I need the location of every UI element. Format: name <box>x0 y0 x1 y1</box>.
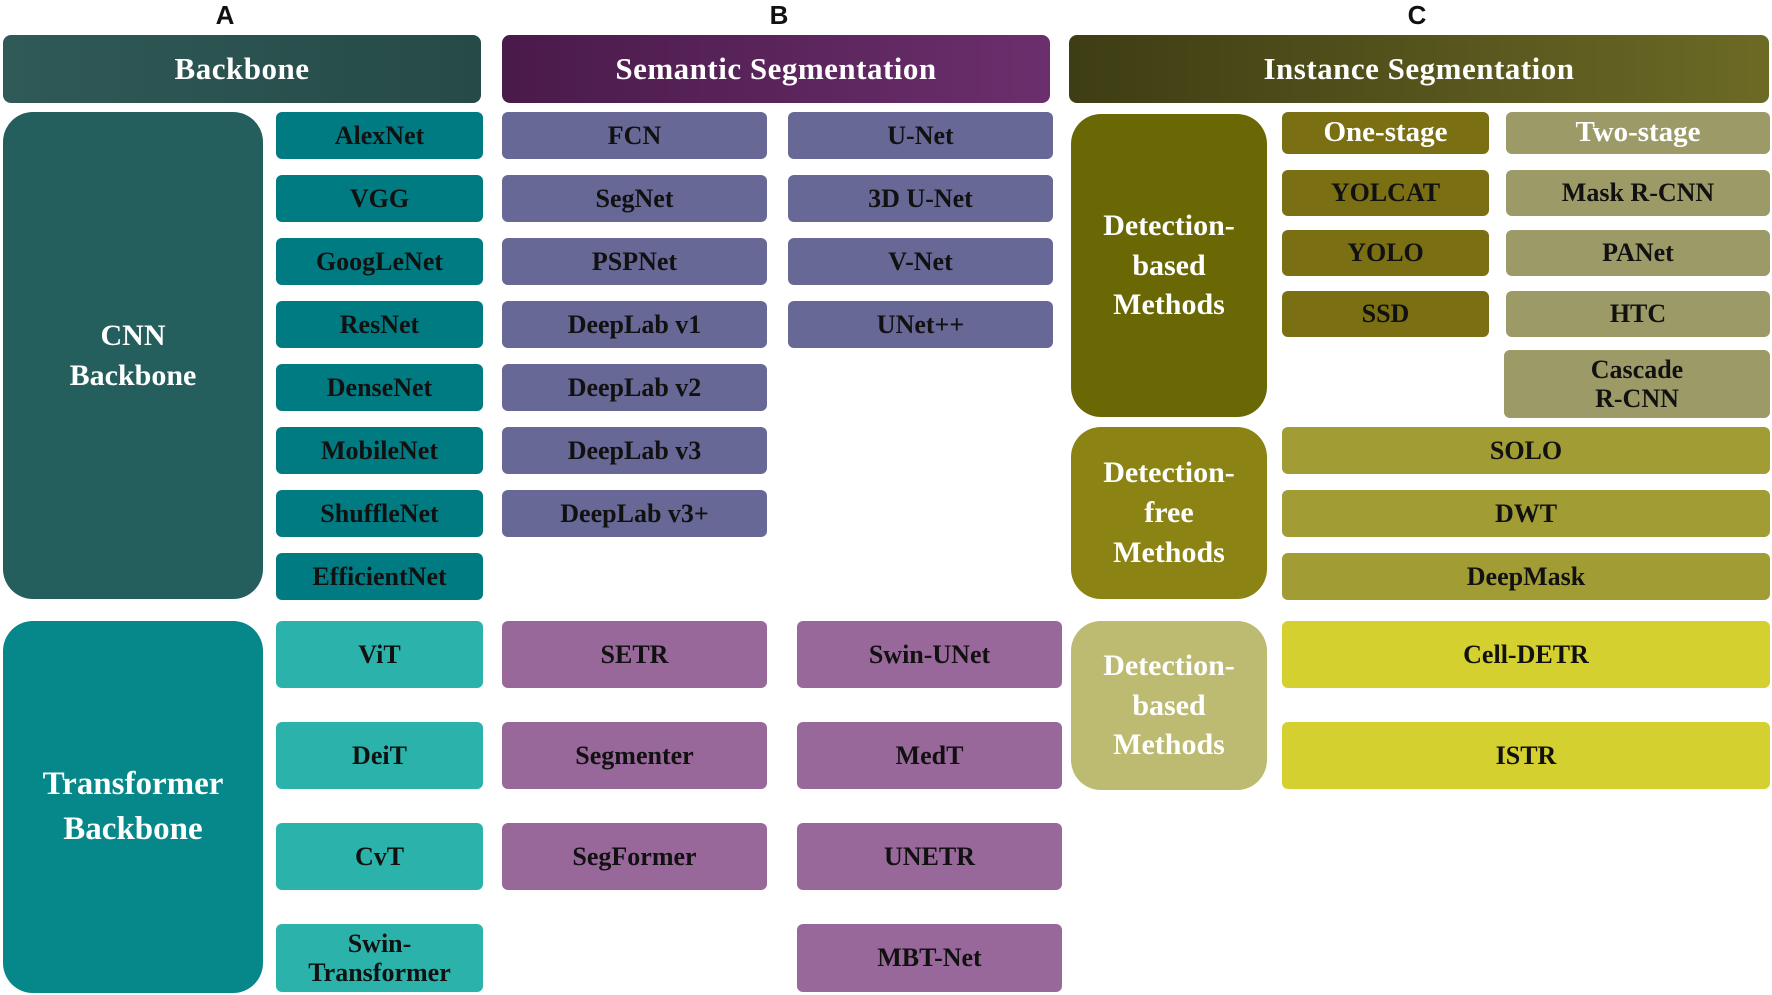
header-semantic-segmentation: Semantic Segmentation <box>502 35 1050 103</box>
one-stage-item: YOLO <box>1282 230 1489 276</box>
semantic-transformer-item: Segmenter <box>502 722 767 789</box>
cnn-item: AlexNet <box>276 112 483 159</box>
cnn-item: MobileNet <box>276 427 483 474</box>
detection-based-category: Detection- based Methods <box>1071 114 1267 417</box>
semantic-cnn-item: 3D U-Net <box>788 175 1053 222</box>
cnn-backbone-category: CNN Backbone <box>3 112 263 599</box>
transformer-item: DeiT <box>276 722 483 789</box>
semantic-cnn-item: DeepLab v3+ <box>502 490 767 537</box>
semantic-cnn-item: FCN <box>502 112 767 159</box>
transformer-backbone-category: Transformer Backbone <box>3 621 263 993</box>
two-stage-item: PANet <box>1506 230 1770 276</box>
panel-label-b: B <box>769 0 789 30</box>
one-stage-item: YOLCAT <box>1282 170 1489 216</box>
two-stage-header: Two-stage <box>1506 112 1770 154</box>
cnn-item: EfficientNet <box>276 553 483 600</box>
detection-free-item: DWT <box>1282 490 1770 537</box>
cnn-item: GoogLeNet <box>276 238 483 285</box>
transformer-item: Swin- Transformer <box>276 924 483 992</box>
two-stage-item: HTC <box>1506 291 1770 337</box>
two-stage-item: Mask R-CNN <box>1506 170 1770 216</box>
semantic-transformer-item: UNETR <box>797 823 1062 890</box>
semantic-cnn-item: DeepLab v1 <box>502 301 767 348</box>
semantic-cnn-item: SegNet <box>502 175 767 222</box>
detection-transformer-item: ISTR <box>1282 722 1770 789</box>
semantic-transformer-item: MedT <box>797 722 1062 789</box>
semantic-cnn-item: PSPNet <box>502 238 767 285</box>
detection-free-category: Detection- free Methods <box>1071 427 1267 599</box>
one-stage-header: One-stage <box>1282 112 1489 154</box>
semantic-transformer-item: SETR <box>502 621 767 688</box>
detection-free-item: SOLO <box>1282 427 1770 474</box>
transformer-item: CvT <box>276 823 483 890</box>
transformer-item: ViT <box>276 621 483 688</box>
detection-based-transformer-category: Detection- based Methods <box>1071 621 1267 790</box>
cnn-item: ShuffleNet <box>276 490 483 537</box>
semantic-transformer-item: SegFormer <box>502 823 767 890</box>
detection-free-item: DeepMask <box>1282 553 1770 600</box>
panel-label-a: A <box>215 0 235 30</box>
panel-label-c: C <box>1407 0 1427 30</box>
one-stage-item: SSD <box>1282 291 1489 337</box>
header-instance-segmentation: Instance Segmentation <box>1069 35 1769 103</box>
semantic-cnn-item: DeepLab v2 <box>502 364 767 411</box>
header-backbone: Backbone <box>3 35 481 103</box>
cnn-item: ResNet <box>276 301 483 348</box>
cnn-item: DenseNet <box>276 364 483 411</box>
cnn-item: VGG <box>276 175 483 222</box>
semantic-cnn-item: UNet++ <box>788 301 1053 348</box>
two-stage-item: Cascade R-CNN <box>1504 350 1770 418</box>
detection-transformer-item: Cell-DETR <box>1282 621 1770 688</box>
semantic-cnn-item: DeepLab v3 <box>502 427 767 474</box>
semantic-cnn-item: U-Net <box>788 112 1053 159</box>
semantic-transformer-item: Swin-UNet <box>797 621 1062 688</box>
semantic-cnn-item: V-Net <box>788 238 1053 285</box>
semantic-transformer-item: MBT-Net <box>797 924 1062 992</box>
